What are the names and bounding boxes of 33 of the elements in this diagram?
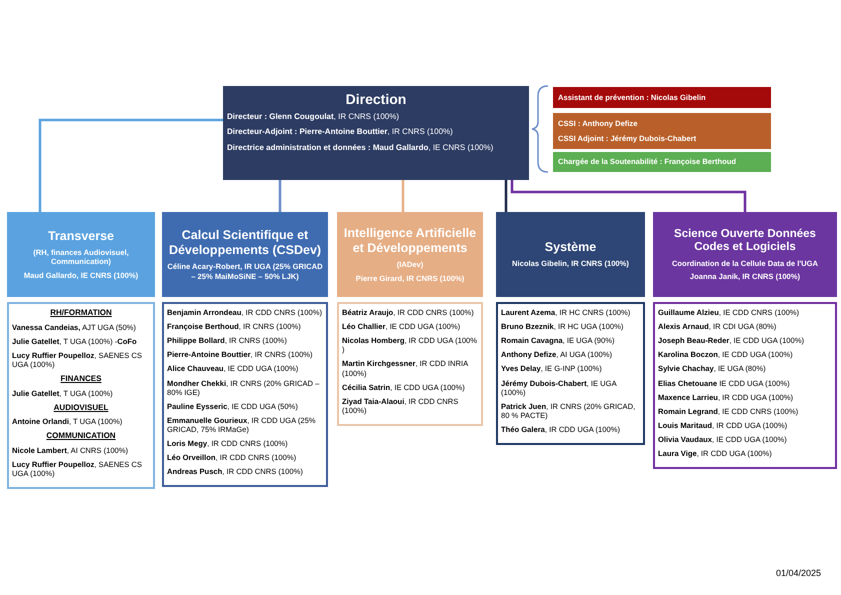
team-header-box	[496, 212, 645, 297]
direction-box	[223, 86, 529, 180]
staff-line: Directrice administration et données : Maud Gallardo, IE CNRS (100%)	[227, 142, 494, 153]
connector-line	[38, 118, 223, 212]
team-header-box	[653, 212, 837, 297]
team-header-box	[337, 212, 483, 297]
section-heading: FINANCES	[60, 374, 102, 384]
role-banner	[553, 113, 771, 149]
role-banner	[553, 152, 771, 172]
team-header-box	[162, 212, 328, 297]
connector-line	[278, 180, 282, 212]
connector-line	[402, 180, 404, 212]
connector-line	[504, 180, 508, 212]
staff-line: Directeur : Glenn Cougoulat, IR CNRS (100%)	[227, 112, 400, 122]
team-title: Système	[544, 240, 596, 256]
staff-list-box	[653, 302, 837, 470]
staff-list-box	[162, 302, 328, 488]
staff-list-box	[337, 302, 483, 426]
team-title: Calcul Scientifique et Développements (CSDev)	[168, 228, 322, 258]
role-banner	[553, 87, 771, 108]
date-label: 01/04/2025	[776, 568, 821, 578]
staff-list-box	[7, 302, 155, 490]
section-heading: COMMUNICATION	[45, 431, 117, 442]
team-title: Transverse	[48, 229, 114, 244]
staff-list-box	[496, 302, 645, 446]
team-title: Intelligence Artificielle et Développements	[342, 226, 478, 256]
section-heading: AUDIOVISUEL	[52, 402, 110, 412]
staff-line: Directeur-Adjoint : Pierre-Antoine Bouttier, IR CNRS (100%)	[227, 127, 454, 137]
team-title: Science Ouverte Données Codes et Logiciels	[673, 228, 817, 256]
connector-line	[510, 180, 746, 212]
box-title: Direction	[344, 91, 408, 108]
team-header-box	[7, 212, 155, 297]
section-heading: RH/FORMATION	[49, 308, 113, 318]
